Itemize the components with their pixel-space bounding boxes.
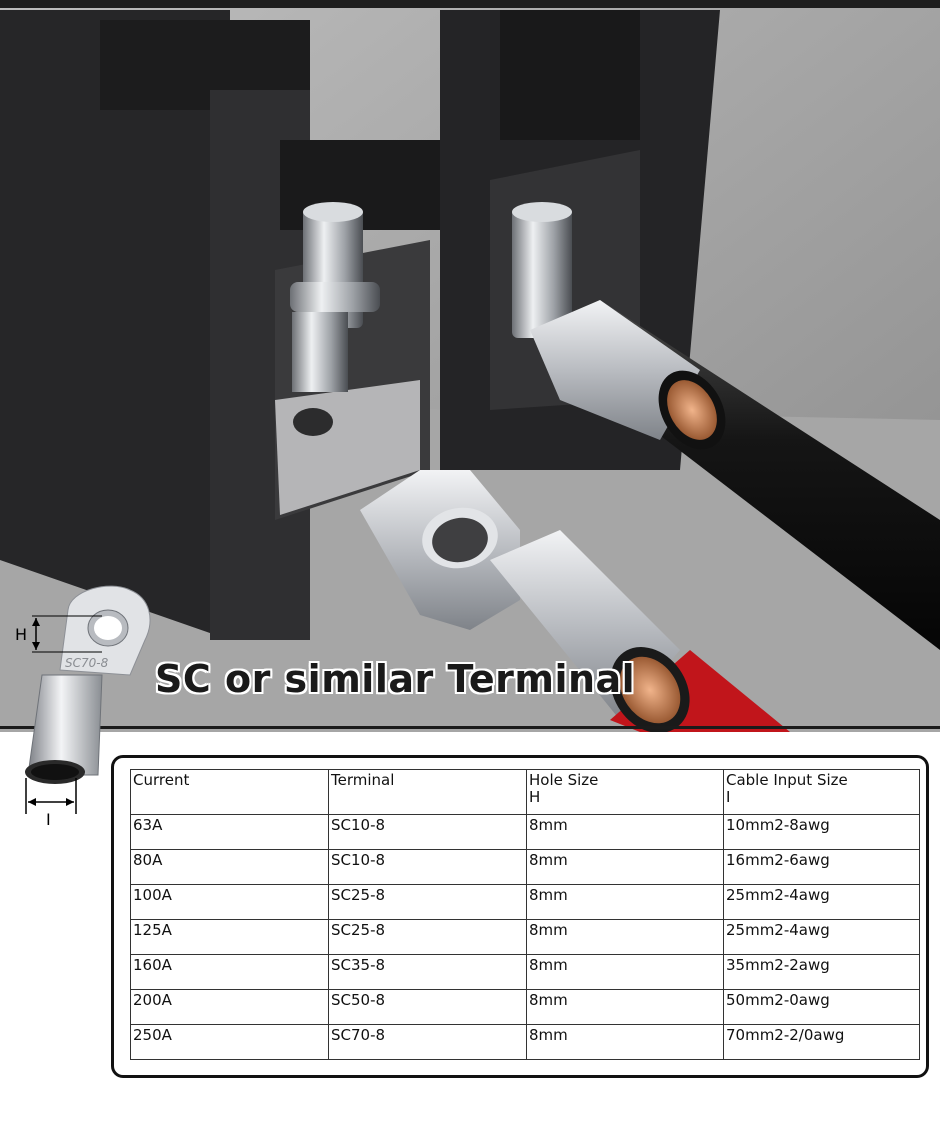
cable-input-size-cell: 16mm2-6awg	[723, 849, 920, 885]
current-cell: 63A	[130, 814, 329, 850]
current-cell: 250A	[130, 1024, 329, 1060]
hole-size-cell: 8mm	[526, 919, 724, 955]
current-cell: 160A	[130, 954, 329, 990]
hole-size-cell: 8mm	[526, 814, 724, 850]
terminal-cell: SC10-8	[328, 849, 527, 885]
hole-size-cell: 8mm	[526, 849, 724, 885]
cable-input-size-cell: 25mm2-4awg	[723, 884, 920, 920]
terminal-cell: SC10-8	[328, 814, 527, 850]
terminal-cell: SC50-8	[328, 989, 527, 1025]
terminal-cell: SC35-8	[328, 954, 527, 990]
hole-size-cell: 8mm	[526, 954, 724, 990]
table-row: 250A SC70-8 8mm 70mm2-2/0awg	[130, 1024, 920, 1060]
dimension-h-label: H	[15, 625, 27, 644]
product-photo	[0, 0, 940, 732]
table-row: 63A SC10-8 8mm 10mm2-8awg	[130, 814, 920, 850]
terminal-cell: SC25-8	[328, 919, 527, 955]
column-header: Current	[130, 769, 329, 815]
banner-headline: SC or similar Terminal	[155, 657, 636, 701]
table-row: 100A SC25-8 8mm 25mm2-4awg	[130, 884, 920, 920]
cable-input-size-cell: 10mm2-8awg	[723, 814, 920, 850]
terminal-cell: SC25-8	[328, 884, 527, 920]
lug-marking-text: SC70-8	[65, 656, 109, 670]
current-cell: 125A	[130, 919, 329, 955]
hole-size-cell: 8mm	[526, 1024, 724, 1060]
terminal-cell: SC70-8	[328, 1024, 527, 1060]
column-header: Terminal	[328, 769, 527, 815]
current-cell: 100A	[130, 884, 329, 920]
cable-input-size-cell: 35mm2-2awg	[723, 954, 920, 990]
current-cell: 80A	[130, 849, 329, 885]
cable-input-size-cell: 25mm2-4awg	[723, 919, 920, 955]
dimension-i-label: I	[46, 810, 51, 829]
cable-input-size-cell: 50mm2-0awg	[723, 989, 920, 1025]
table-row: 125A SC25-8 8mm 25mm2-4awg	[130, 919, 920, 955]
hole-size-cell: 8mm	[526, 989, 724, 1025]
table-row: 160A SC35-8 8mm 35mm2-2awg	[130, 954, 920, 990]
cable-input-size-cell: 70mm2-2/0awg	[723, 1024, 920, 1060]
current-cell: 200A	[130, 989, 329, 1025]
terminal-lug-dimension-diagram: SC70-8 H I	[15, 585, 151, 829]
hole-size-cell: 8mm	[526, 884, 724, 920]
table-row: 200A SC50-8 8mm 50mm2-0awg	[130, 989, 920, 1025]
table-row: 80A SC10-8 8mm 16mm2-6awg	[130, 849, 920, 885]
